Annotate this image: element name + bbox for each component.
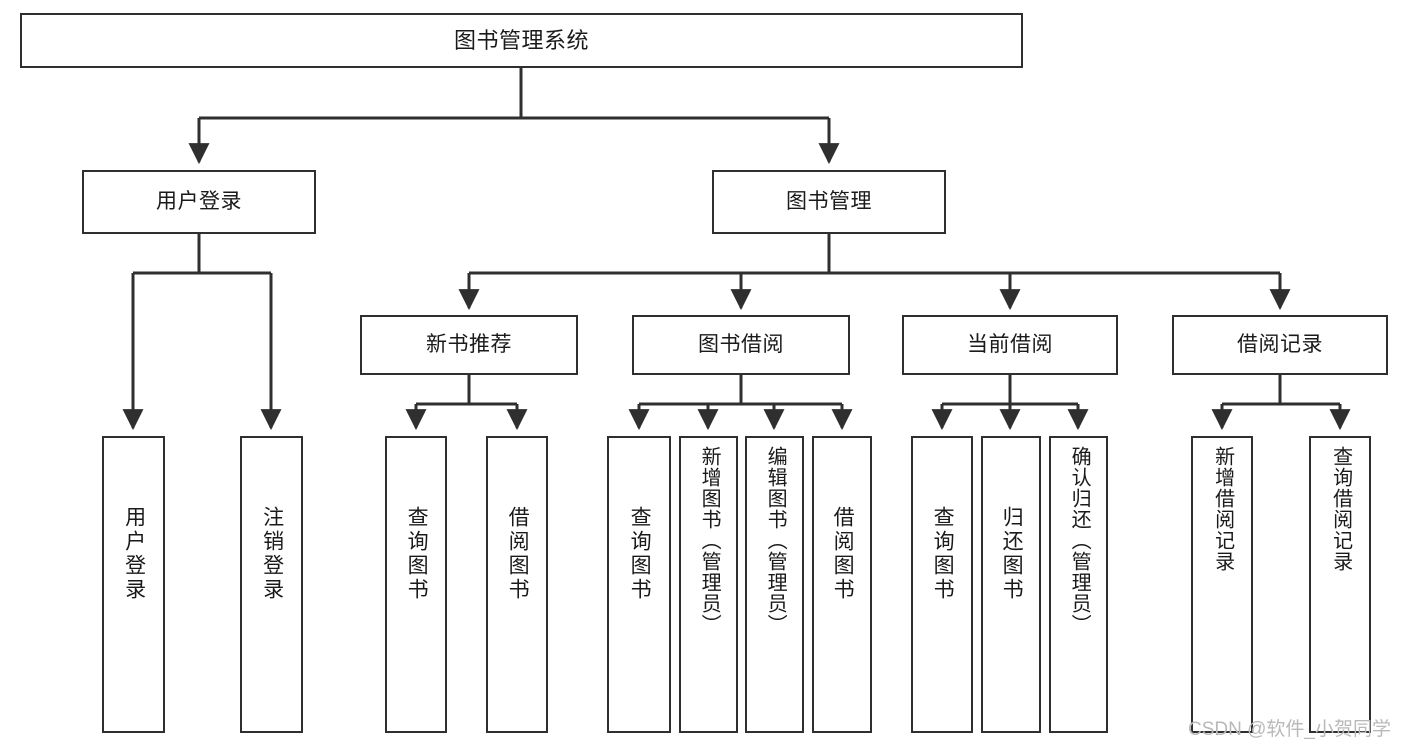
node-root-label: 图书管理系统 <box>453 27 589 53</box>
node-leaf-user-login[interactable]: 用户登录 <box>102 436 165 733</box>
node-leaf-borrow-book-1[interactable]: 借阅图书 <box>486 436 548 733</box>
node-leaf-edit-book-label: 编辑图书（管理员） <box>764 446 787 635</box>
node-current-borrow[interactable]: 当前借阅 <box>902 315 1118 375</box>
node-leaf-query-record[interactable]: 查询借阅记录 <box>1309 436 1371 733</box>
node-leaf-borrow-book-2[interactable]: 借阅图书 <box>812 436 872 733</box>
node-leaf-confirm-return[interactable]: 确认归还（管理员） <box>1049 436 1108 733</box>
node-borrow-record[interactable]: 借阅记录 <box>1172 315 1388 375</box>
node-leaf-user-logout[interactable]: 注销登录 <box>240 436 303 733</box>
node-new-book-recommend-label: 新书推荐 <box>426 332 512 356</box>
node-leaf-query-record-label: 查询借阅记录 <box>1329 446 1352 572</box>
node-book-borrow[interactable]: 图书借阅 <box>632 315 850 375</box>
node-leaf-borrow-book-1-label: 借阅图书 <box>506 506 530 602</box>
node-leaf-confirm-return-label: 确认归还（管理员） <box>1068 446 1091 635</box>
node-leaf-query-book-2[interactable]: 查询图书 <box>607 436 671 733</box>
node-new-book-recommend[interactable]: 新书推荐 <box>360 315 578 375</box>
node-leaf-user-login-label: 用户登录 <box>122 506 146 602</box>
node-leaf-query-book-1-label: 查询图书 <box>405 506 429 602</box>
node-leaf-add-book-label: 新增图书（管理员） <box>698 446 721 635</box>
node-borrow-record-label: 借阅记录 <box>1237 332 1323 356</box>
node-current-borrow-label: 当前借阅 <box>967 332 1053 356</box>
node-leaf-query-book-2-label: 查询图书 <box>628 506 652 602</box>
node-user-login-label: 用户登录 <box>156 189 242 213</box>
node-leaf-return-book-label: 归还图书 <box>1000 506 1024 602</box>
node-root[interactable]: 图书管理系统 <box>20 13 1023 68</box>
node-leaf-query-book-1[interactable]: 查询图书 <box>385 436 447 733</box>
node-leaf-borrow-book-2-label: 借阅图书 <box>831 506 855 602</box>
node-book-manage[interactable]: 图书管理 <box>712 170 946 234</box>
node-leaf-add-record-label: 新增借阅记录 <box>1211 446 1234 572</box>
node-leaf-return-book[interactable]: 归还图书 <box>981 436 1041 733</box>
node-book-manage-label: 图书管理 <box>786 189 872 213</box>
watermark: CSDN @软件_小贺同学 <box>1188 719 1391 740</box>
node-leaf-query-book-3[interactable]: 查询图书 <box>911 436 973 733</box>
node-leaf-edit-book[interactable]: 编辑图书（管理员） <box>745 436 804 733</box>
node-leaf-add-book[interactable]: 新增图书（管理员） <box>679 436 738 733</box>
node-leaf-user-logout-label: 注销登录 <box>260 506 284 602</box>
node-leaf-query-book-3-label: 查询图书 <box>931 506 955 602</box>
node-user-login[interactable]: 用户登录 <box>82 170 316 234</box>
node-book-borrow-label: 图书借阅 <box>698 332 784 356</box>
node-leaf-add-record[interactable]: 新增借阅记录 <box>1191 436 1253 733</box>
